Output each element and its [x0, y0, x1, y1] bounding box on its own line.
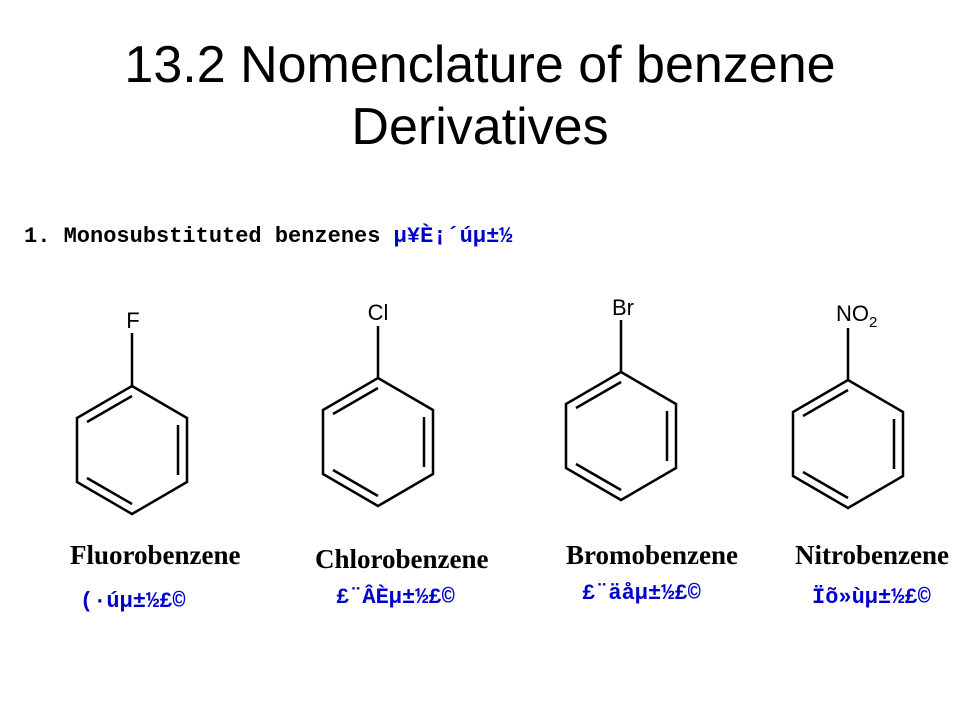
- compound-name: Chlorobenzene: [315, 544, 489, 574]
- section-heading: 1. Monosubstituted benzenes µ¥È¡´úµ±½: [24, 224, 513, 249]
- chlorobenzene-structure: Cl: [321, 300, 435, 508]
- title-line-2: Derivatives: [351, 98, 609, 156]
- fluorobenzene-structure: F: [75, 308, 189, 516]
- compound-name: Bromobenzene: [566, 540, 738, 570]
- substituent-label: Cl: [368, 300, 389, 325]
- substituent-label: NO2: [836, 301, 877, 331]
- title-line-1: 13.2 Nomenclature of benzene: [124, 36, 836, 94]
- substituent-label: Br: [612, 295, 634, 320]
- section-label-chinese: µ¥È¡´úµ±½: [393, 224, 513, 249]
- page-title: 13.2 Nomenclature of benzene Derivatives: [0, 34, 960, 158]
- compound-name-chinese: £¨ÂÈµ±½£©: [336, 585, 455, 610]
- compound-name-chinese: (·úµ±½£©: [80, 589, 186, 614]
- compound-name: Nitrobenzene: [795, 540, 949, 570]
- compound-name-chinese: Ïõ»ùµ±½£©: [812, 585, 931, 610]
- bromobenzene-structure: Br: [564, 295, 678, 502]
- section-label: 1. Monosubstituted benzenes: [24, 224, 381, 249]
- substituent-label: F: [126, 308, 139, 333]
- compound-name: Fluorobenzene: [70, 540, 241, 570]
- compound-name-chinese: £¨äåµ±½£©: [582, 581, 701, 606]
- nitrobenzene-structure: NO2: [791, 301, 905, 510]
